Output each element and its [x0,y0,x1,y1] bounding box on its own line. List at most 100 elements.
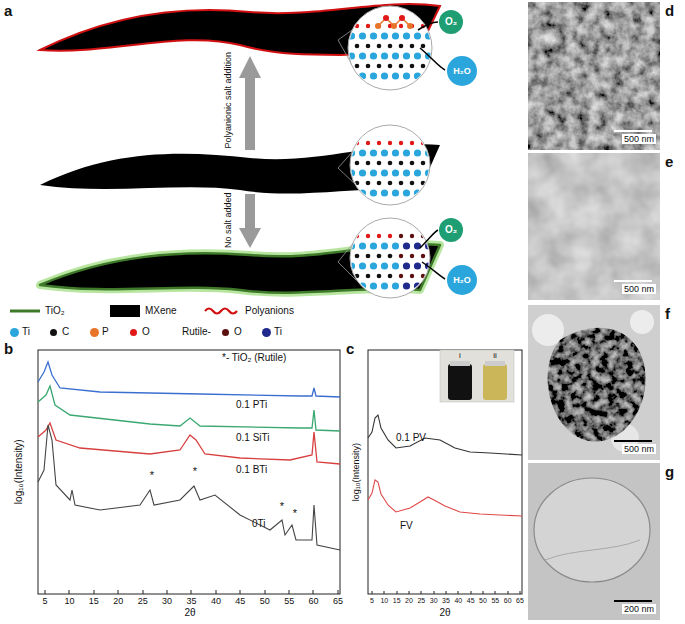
atom [355,234,359,238]
label: 15 [89,596,99,606]
label: log₁₀(Intensity) [351,443,361,501]
atom [359,242,366,249]
atom [414,32,421,39]
atom [432,254,436,258]
label: 10 [380,597,388,605]
legend-swatch [10,328,19,337]
atom [344,234,443,290]
atom [359,52,366,59]
atom [421,141,425,145]
label: 40 [454,597,462,605]
atom [436,262,443,269]
atom [377,161,382,166]
atom [359,189,366,196]
panel-letter: g [665,463,674,480]
atom [355,24,359,28]
atom [388,274,393,279]
legend-text: Ti [274,326,282,338]
atom [436,169,443,176]
atom [348,262,355,269]
atom [399,44,404,49]
atom [425,242,432,249]
atom [355,181,360,186]
atom [344,181,349,186]
label: Polyanionic salt addition [223,52,233,149]
label: 35 [442,597,450,605]
label: 50 [260,596,270,606]
label: 2θ [439,607,450,619]
atom [348,72,355,79]
atom [432,181,437,186]
atom [377,64,382,69]
label: 20 [405,597,413,605]
atom [421,234,425,238]
molecule-label: O₂ [445,225,457,235]
atom [370,189,377,196]
atom [381,149,388,156]
atom [399,274,403,278]
molecule-label: H₂O [453,67,471,76]
atom [432,64,437,69]
atom [425,72,432,79]
atom [381,52,388,59]
atom [399,181,404,186]
atom [359,262,366,269]
atom [381,282,388,289]
atom [355,254,360,259]
legend-swatch [90,328,99,337]
label: * [280,500,284,513]
atom [403,149,410,156]
label: 25 [138,596,148,606]
atom [421,161,426,166]
label: 40 [211,596,221,606]
atom [399,161,404,166]
legend-swatch [130,329,137,336]
atom [370,262,377,269]
atom [414,282,421,289]
panel-letter: f [665,305,670,322]
atom [355,161,360,166]
atom [344,141,443,197]
atom [410,64,415,69]
atom [410,161,415,166]
atom [425,282,432,289]
atom [392,242,399,249]
atom [392,52,399,59]
label: * [193,465,197,478]
atom [403,282,410,289]
atom [425,149,432,156]
atom [355,274,360,279]
atom [403,72,410,79]
atom [375,23,381,29]
atom [421,181,426,186]
label: ii [493,351,497,360]
atom [410,181,415,186]
atom [381,189,388,196]
atom [381,72,388,79]
atom [399,24,403,28]
atom [392,72,399,79]
atom [421,254,425,258]
legend-text: O [234,326,242,338]
atom [370,72,377,79]
atom [436,32,443,39]
atom [425,32,432,39]
atom [381,32,388,39]
atom [370,32,377,39]
atom [370,169,377,176]
atom [366,274,371,279]
atom [388,254,393,259]
label: 65 [333,596,343,606]
legend-text: O [142,326,150,338]
atom [388,234,392,238]
atom [399,234,403,238]
label: 55 [491,597,499,605]
atom [392,169,399,176]
atom [344,15,443,80]
scale-label: 500 nm [622,134,656,144]
atom [366,64,371,69]
panel-letter: a [4,2,12,19]
atom [359,72,366,79]
